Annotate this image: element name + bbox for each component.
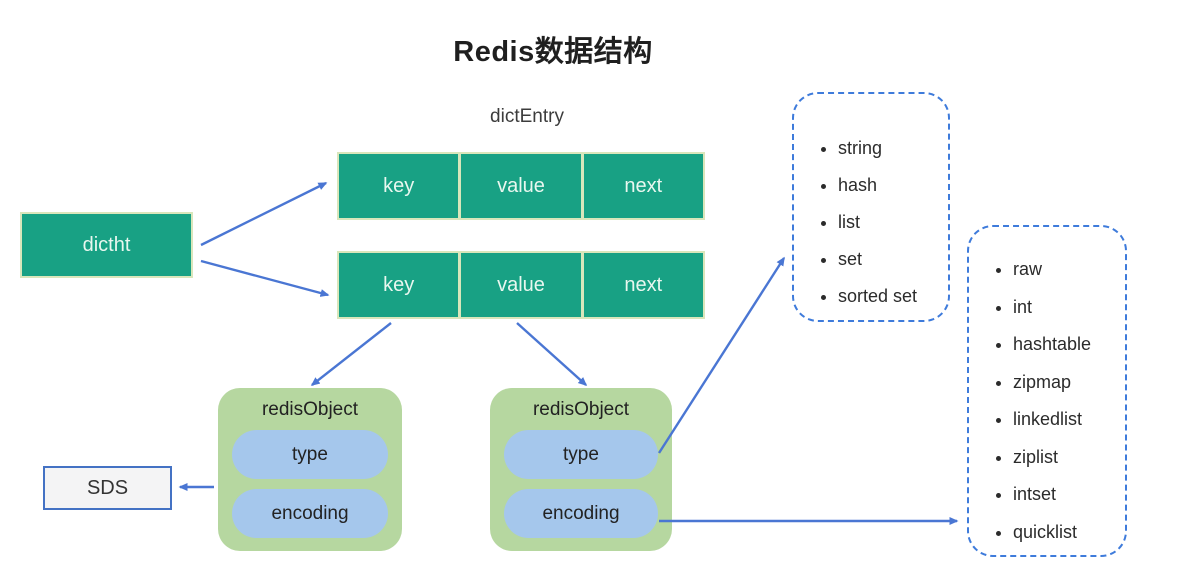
dictentry2-next-cell: next xyxy=(582,251,705,319)
redis-object-left-label: redisObject xyxy=(261,399,359,420)
list-item: linkedlist xyxy=(1013,401,1125,439)
dictentry1-value-cell: value xyxy=(460,152,583,220)
dictentry1-key-cell: key xyxy=(337,152,461,220)
dictentry2-value-cell: value xyxy=(460,251,583,319)
redis-object-right-encoding-field: encoding xyxy=(504,489,658,538)
sds-node: SDS xyxy=(43,466,172,510)
list-item: int xyxy=(1013,289,1125,327)
list-item: hashtable xyxy=(1013,326,1125,364)
list-item: list xyxy=(838,204,948,241)
diagram-title: Redis数据结构 xyxy=(453,36,653,68)
dictentry2-key-cell: key xyxy=(337,251,461,319)
arrow-dictht-to-row2 xyxy=(200,259,330,297)
dictentry-label: dictEntry xyxy=(490,106,564,127)
redis-object-right: redisObject type encoding xyxy=(490,388,672,551)
dictentry-row-2: key value next xyxy=(337,251,705,319)
redis-object-right-label: redisObject xyxy=(532,399,630,420)
type-options-list: string hash list set sorted set xyxy=(794,94,948,315)
list-item: quicklist xyxy=(1013,514,1125,552)
type-options-box: string hash list set sorted set xyxy=(792,92,950,322)
redis-object-left: redisObject type encoding xyxy=(218,388,402,551)
encoding-options-box: raw int hashtable zipmap linkedlist zipl… xyxy=(967,225,1127,557)
arrow-dictht-to-row1 xyxy=(200,181,328,247)
redis-object-right-type-field: type xyxy=(504,430,658,479)
list-item: ziplist xyxy=(1013,439,1125,477)
encoding-options-list: raw int hashtable zipmap linkedlist zipl… xyxy=(969,227,1125,551)
redis-object-left-type-field: type xyxy=(232,430,388,479)
list-item: zipmap xyxy=(1013,364,1125,402)
dictentry-row-1: key value next xyxy=(337,152,705,220)
arrow-value-to-redisobject-right xyxy=(516,322,588,387)
list-item: hash xyxy=(838,167,948,204)
list-item: intset xyxy=(1013,476,1125,514)
dictentry1-next-cell: next xyxy=(582,152,705,220)
list-item: set xyxy=(838,241,948,278)
list-item: raw xyxy=(1013,251,1125,289)
dictht-node: dictht xyxy=(20,212,193,278)
redis-object-left-encoding-field: encoding xyxy=(232,489,388,538)
arrow-key-to-redisobject-left xyxy=(310,322,392,386)
list-item: sorted set xyxy=(838,278,948,315)
list-item: string xyxy=(838,130,948,167)
